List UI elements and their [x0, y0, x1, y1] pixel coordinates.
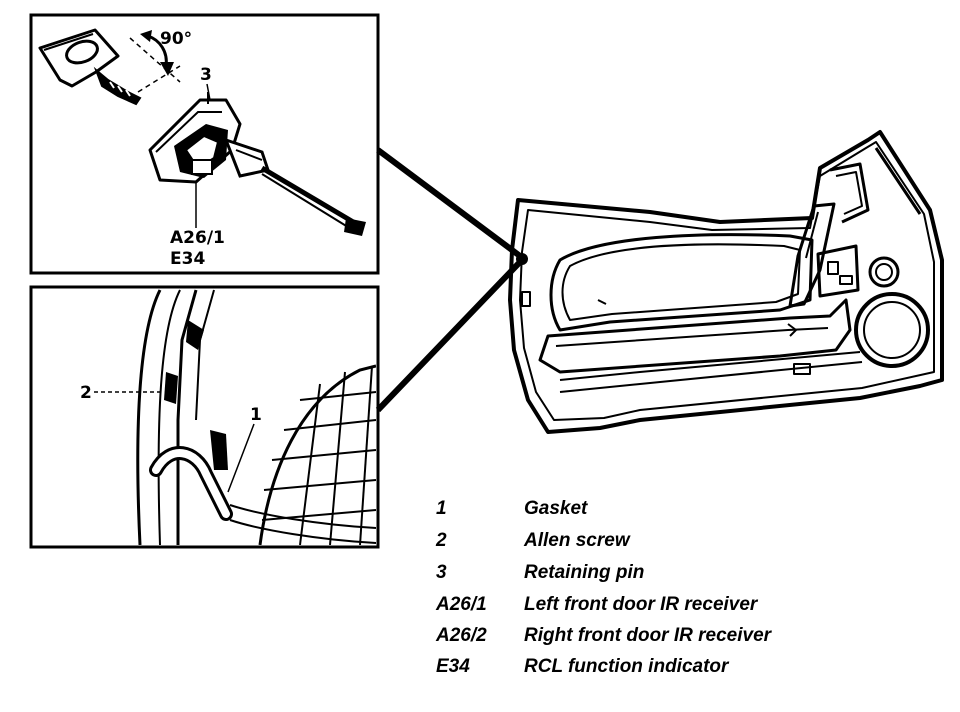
- ir-receiver-assembly: [148, 92, 366, 236]
- legend-code-1: 1: [436, 498, 447, 519]
- front-door-illustration: [508, 130, 944, 434]
- ir-receiver-location-marker: [516, 253, 528, 265]
- legend-text-2: Allen screw: [523, 530, 631, 551]
- legend-code-6: E34: [436, 656, 470, 677]
- legend-code-5: A26/2: [435, 625, 487, 646]
- rotation-arrow: [129, 30, 181, 93]
- legend-code-3: 3: [436, 562, 447, 583]
- detail-inset-receiver: 90° 3 A26/1 E34: [29, 13, 380, 275]
- key-icon: [38, 28, 142, 106]
- legend-text-5: Right front door IR receiver: [524, 625, 773, 646]
- callout-e34: E34: [170, 249, 205, 269]
- callout-1: 1: [250, 405, 262, 425]
- callout-2: 2: [80, 383, 92, 403]
- legend-code-4: A26/1: [435, 594, 487, 615]
- callout-a26-1: A26/1: [170, 228, 225, 248]
- legend-code-2: 2: [435, 530, 447, 551]
- detail-inset-gasket: 2 1: [29, 285, 380, 549]
- legend-text-6: RCL function indicator: [524, 656, 730, 677]
- callout-3: 3: [200, 65, 212, 85]
- leader-lines: [375, 147, 523, 413]
- rotation-angle-label: 90°: [160, 29, 192, 49]
- legend-text-4: Left front door IR receiver: [524, 594, 759, 615]
- legend-text-1: Gasket: [524, 498, 588, 519]
- legend: 1 Gasket 2 Allen screw 3 Retaining pin A…: [435, 498, 773, 677]
- legend-text-3: Retaining pin: [524, 562, 644, 583]
